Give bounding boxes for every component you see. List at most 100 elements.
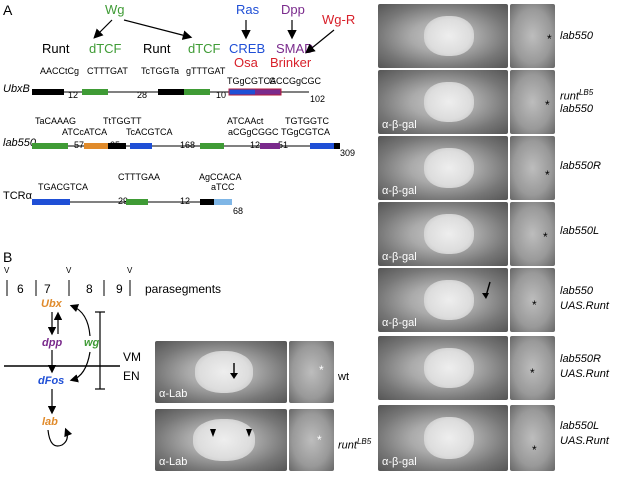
lab550-spacer-5: 51	[278, 140, 289, 150]
tick-v-1: V	[4, 266, 10, 275]
lab550-seq-7: aCGgCGGC	[228, 127, 279, 137]
ubxb-seq-1: AACCtCg	[40, 66, 80, 76]
lab550-seq-4: TGTGGTC	[285, 116, 329, 126]
tcra-box-1	[32, 199, 70, 205]
lab550-seq-5: ATCcATCA	[62, 127, 108, 137]
factor-runt-1: Runt	[42, 41, 70, 56]
stain-label-k: α-β-gal	[382, 456, 417, 468]
genotype-i-1: lab550	[560, 285, 594, 297]
ubxb-seq-4: gTTTGAT	[186, 66, 226, 76]
tcra-box-3	[200, 199, 214, 205]
layer-en: EN	[123, 369, 140, 383]
gene-lab: lab	[42, 416, 58, 428]
ubxb-seq-5: TGgCGTCA	[227, 76, 277, 86]
lab550-seq-6: TcACGTCA	[126, 127, 173, 137]
embryo-h-main: α-β-gal	[378, 202, 508, 266]
stain-label-h: α-β-gal	[382, 251, 417, 263]
lab550-label: lab550	[3, 137, 37, 149]
embryo-j-main	[378, 336, 508, 400]
lab550-spacer-1: 57	[74, 140, 85, 150]
ubxb-length: 102	[310, 94, 326, 104]
gene-ubx: Ubx	[41, 298, 62, 310]
ubxb-box-runt2	[158, 89, 184, 95]
ubxb-box-dtcf2	[184, 89, 210, 95]
ubxb-box-runt1	[32, 89, 64, 95]
embryo-j-zoom: *	[510, 336, 555, 400]
stain-label-d: α-Lab	[159, 456, 188, 468]
ubxb-seq-6: GCCGgCGC	[269, 76, 322, 86]
genotype-j-2: UAS.Runt	[560, 368, 609, 380]
ubxb-seq-2: CTTTGAT	[87, 66, 128, 76]
ubxb-spacer-2: 28	[137, 90, 148, 100]
embryo-g-zoom: *	[510, 136, 555, 200]
stain-label-c: α-Lab	[159, 388, 188, 400]
layer-vm: VM	[123, 350, 141, 364]
factor-brinker: Brinker	[270, 55, 312, 70]
parasegment-8: 8	[86, 282, 93, 296]
tcra-seq-1: CTTTGAA	[118, 172, 160, 182]
lab550-box-1	[32, 143, 68, 149]
arrow-wg-dtcf1	[93, 19, 113, 39]
embryo-g-main: α-β-gal	[378, 136, 508, 200]
factor-dtcf-1: dTCF	[89, 41, 122, 56]
embryo-c-main: α-Lab	[155, 341, 287, 403]
ubxb-box-osa-brinker	[228, 88, 282, 96]
tcra-seq-2: AgCCACA	[199, 172, 242, 182]
genotype-i-2: UAS.Runt	[560, 300, 609, 312]
ubxb-label: UbxB	[3, 83, 30, 95]
factor-creb: CREB	[229, 41, 266, 56]
ubxb-seq-3: TcTGGTa	[141, 66, 180, 76]
lab550-box-4	[130, 143, 152, 149]
embryo-d-zoom: *	[289, 409, 334, 471]
parasegments-label: parasegments	[145, 282, 222, 296]
panel-letter-a: A	[3, 2, 13, 18]
embryo-i-zoom: *	[510, 268, 555, 332]
genotype-k-2: UAS.Runt	[560, 435, 609, 447]
factor-dtcf-2: dTCF	[188, 41, 221, 56]
embryo-e-main	[378, 4, 508, 68]
lab550-box-2	[84, 143, 108, 149]
lab550-box-6	[260, 143, 280, 149]
genotype-f-2: lab550	[560, 103, 594, 115]
embryo-h-zoom: *	[510, 202, 555, 266]
ubxb-box-creb	[229, 89, 255, 95]
tcra-spacer-1: 29	[118, 196, 129, 206]
parasegment-9: 9	[116, 282, 123, 296]
embryo-i-main: α-β-gal	[378, 268, 508, 332]
genotype-f-1: runtLB5	[560, 88, 594, 103]
signal-dpp: Dpp	[281, 2, 305, 17]
lab550-length: 309	[340, 148, 356, 158]
lab550-box-5	[200, 143, 224, 149]
genotype-d: runtLB5	[338, 437, 372, 452]
lab550-box-8	[334, 143, 340, 149]
gene-dfos: dFos	[38, 375, 65, 387]
tcra-box-2	[126, 199, 148, 205]
genotype-c: wt	[338, 371, 349, 383]
gene-wg: wg	[84, 337, 100, 349]
tcra-seq-3: TGACGTCA	[38, 182, 89, 192]
ubxb-box-dtcf1	[82, 89, 108, 95]
lab550-spacer-4: 12	[250, 140, 261, 150]
lab550-box-3	[108, 143, 126, 149]
genotype-g: lab550R	[560, 160, 601, 172]
ubxb-spacer-1: 12	[68, 90, 79, 100]
signal-wg-r: Wg-R	[322, 12, 356, 27]
genotype-k-1: lab550L	[560, 420, 600, 432]
signal-ras: Ras	[236, 2, 260, 17]
ubxb-spacer-3: 10	[216, 90, 227, 100]
parasegment-7: 7	[44, 282, 51, 296]
lab550-seq-1: TaCAAAG	[35, 116, 77, 126]
arrow-wg-dtcf2	[123, 19, 193, 40]
factor-osa: Osa	[234, 55, 258, 70]
tcra-label: TCRα	[3, 190, 32, 202]
tcra-length: 68	[233, 206, 244, 216]
genotype-j-1: lab550R	[560, 353, 601, 365]
embryo-e-zoom: *	[510, 4, 555, 68]
ubxb-box-smad	[255, 89, 281, 95]
lab550-spacer-3: 168	[180, 140, 196, 150]
lab550-seq-2: TtTGGTT	[103, 116, 142, 126]
stain-label-f: α-β-gal	[382, 119, 417, 131]
embryo-k-main: α-β-gal	[378, 405, 508, 471]
